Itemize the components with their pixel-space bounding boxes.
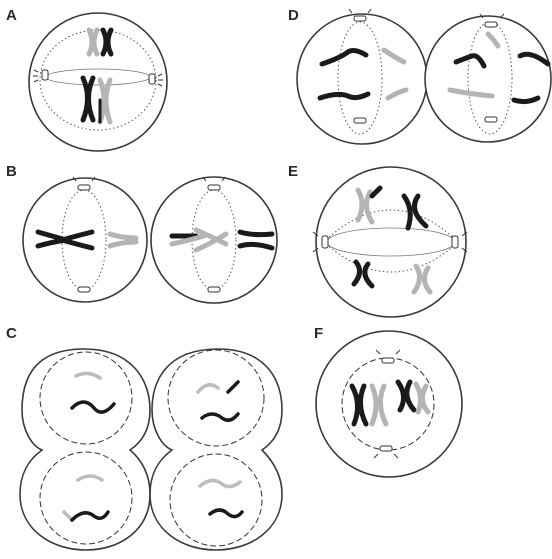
- panel-label-a: A: [6, 7, 17, 24]
- panel-c: C: [6, 325, 282, 550]
- panel-e: E: [288, 163, 467, 317]
- cell-c-left: [20, 349, 150, 550]
- panel-label-d: D: [288, 7, 299, 24]
- panel-f: F: [314, 325, 462, 477]
- cell-c-right: [150, 349, 282, 550]
- panel-label-e: E: [288, 163, 298, 180]
- cell-e: [316, 167, 466, 317]
- panel-label-f: F: [314, 325, 323, 342]
- panel-d: D: [288, 7, 551, 144]
- cell-d-left: [297, 14, 427, 144]
- panel-a: A: [6, 7, 167, 151]
- panel-label-b: B: [6, 163, 17, 180]
- panel-label-c: C: [6, 325, 17, 342]
- panel-b: B: [6, 163, 277, 303]
- cell-f: [316, 331, 462, 477]
